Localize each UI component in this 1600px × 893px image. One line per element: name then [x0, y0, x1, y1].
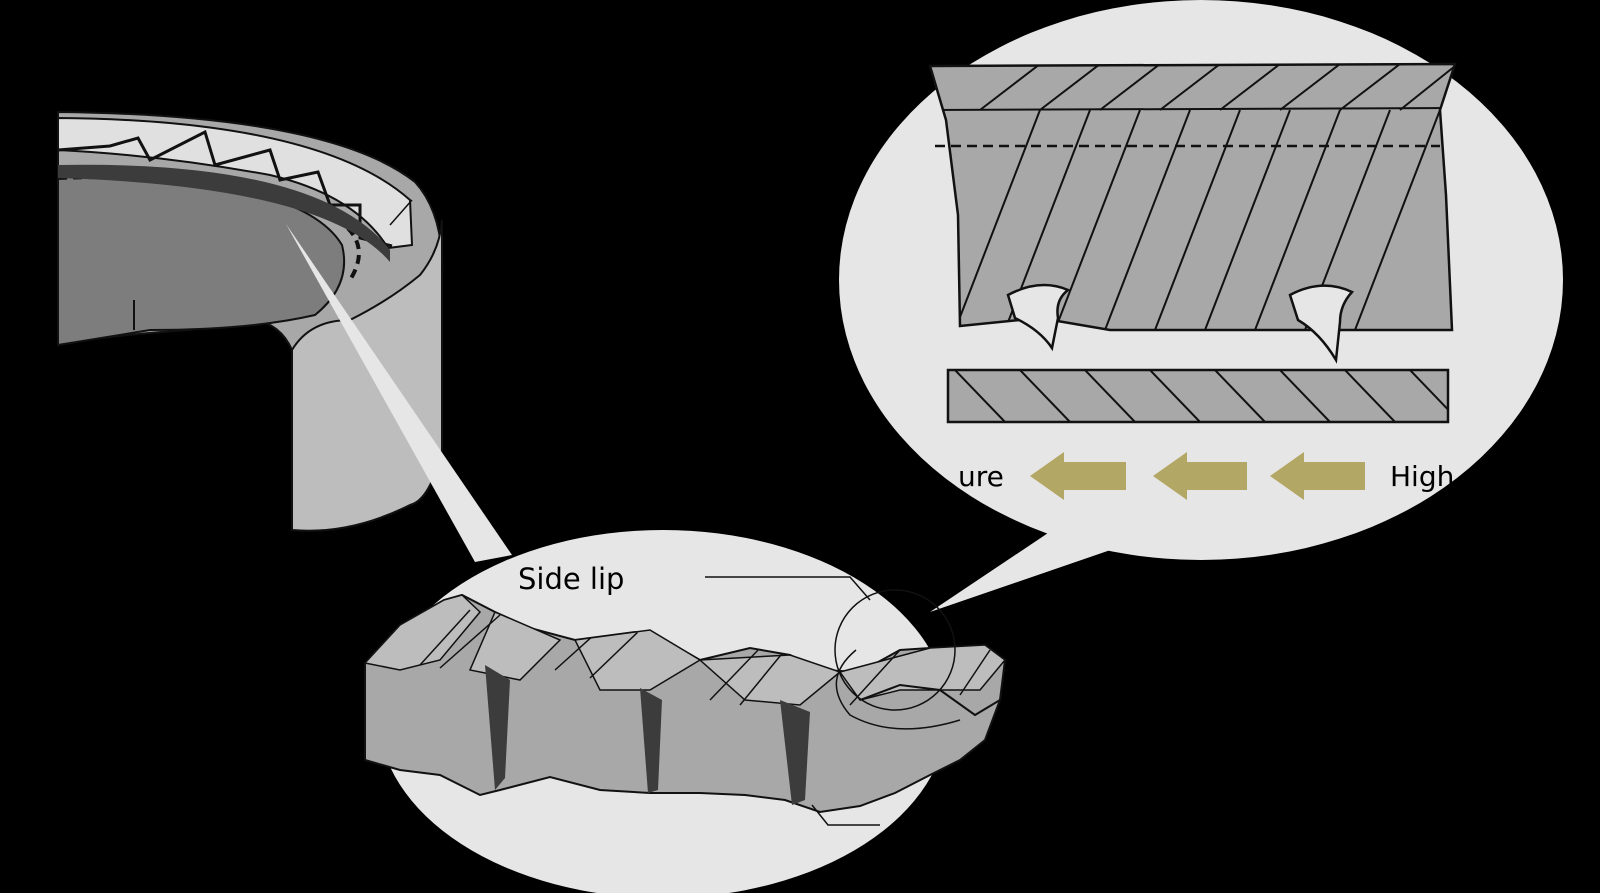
detail-circle	[834, 589, 956, 711]
zoom-beam	[286, 224, 512, 562]
bearing-ring	[57, 110, 444, 532]
left-arrow-icon	[1030, 452, 1126, 500]
pressure-label-fragment: ure	[958, 460, 1004, 493]
lip-detail-bubble: ure High	[839, 0, 1563, 560]
left-arrow-icon	[1153, 452, 1247, 500]
side-lip-label: Side lip	[518, 562, 624, 596]
seal-cross-section-bubble: Side lip	[363, 530, 1007, 893]
left-arrow-icon	[1270, 452, 1365, 500]
zoom-beam-upper	[930, 525, 1125, 612]
high-pressure-label-fragment: High	[1390, 460, 1454, 493]
